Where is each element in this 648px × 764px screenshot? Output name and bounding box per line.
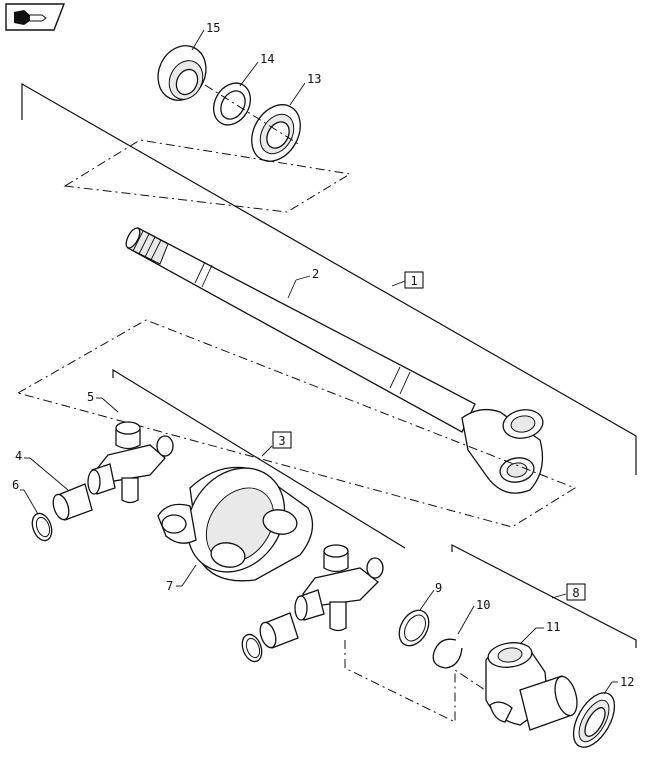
stub-yoke-part-11 xyxy=(485,642,578,731)
callout-6: 6 xyxy=(12,478,19,492)
universal-cross-part-5 xyxy=(87,421,174,504)
shaft-yoke xyxy=(461,408,544,494)
group-bracket-3: 3 xyxy=(112,368,406,549)
seal-part-12 xyxy=(572,692,616,748)
snap-ring-part-6 xyxy=(31,512,53,542)
callout-10: 10 xyxy=(476,598,490,612)
bearing-part-15 xyxy=(157,45,207,101)
seal-ring-part-14 xyxy=(212,82,252,126)
bearing-cap-lower xyxy=(259,612,299,649)
dashed-group-joint xyxy=(16,319,577,528)
universal-cross-lower xyxy=(294,544,384,632)
callout-8: 8 xyxy=(572,586,579,600)
callout-2: 2 xyxy=(312,267,319,281)
callout-5: 5 xyxy=(87,390,94,404)
group-bracket-8: 8 xyxy=(451,544,637,648)
book-arrow-icon xyxy=(5,3,66,31)
callout-7: 7 xyxy=(166,579,173,593)
callout-15: 15 xyxy=(206,21,220,35)
bearing-cap-part-4 xyxy=(52,483,93,521)
snap-ring-part-10 xyxy=(432,638,463,669)
group-bracket-1: 1 xyxy=(21,82,637,475)
callout-11: 11 xyxy=(546,620,560,634)
callout-12: 12 xyxy=(620,675,634,689)
callout-9: 9 xyxy=(435,581,442,595)
coupling-yoke-part-7 xyxy=(157,466,314,582)
callout-1: 1 xyxy=(410,274,417,288)
dashed-group-bearings xyxy=(63,139,352,213)
callout-14: 14 xyxy=(260,52,274,66)
axle-shaft-part-2 xyxy=(125,227,476,433)
callout-4: 4 xyxy=(15,449,22,463)
callout-3: 3 xyxy=(278,434,285,448)
snap-ring-lower xyxy=(241,633,263,663)
dashed-leader-lower xyxy=(344,640,501,723)
ring-part-9 xyxy=(398,609,430,647)
seal-part-13 xyxy=(251,104,301,162)
callout-13: 13 xyxy=(307,72,321,86)
